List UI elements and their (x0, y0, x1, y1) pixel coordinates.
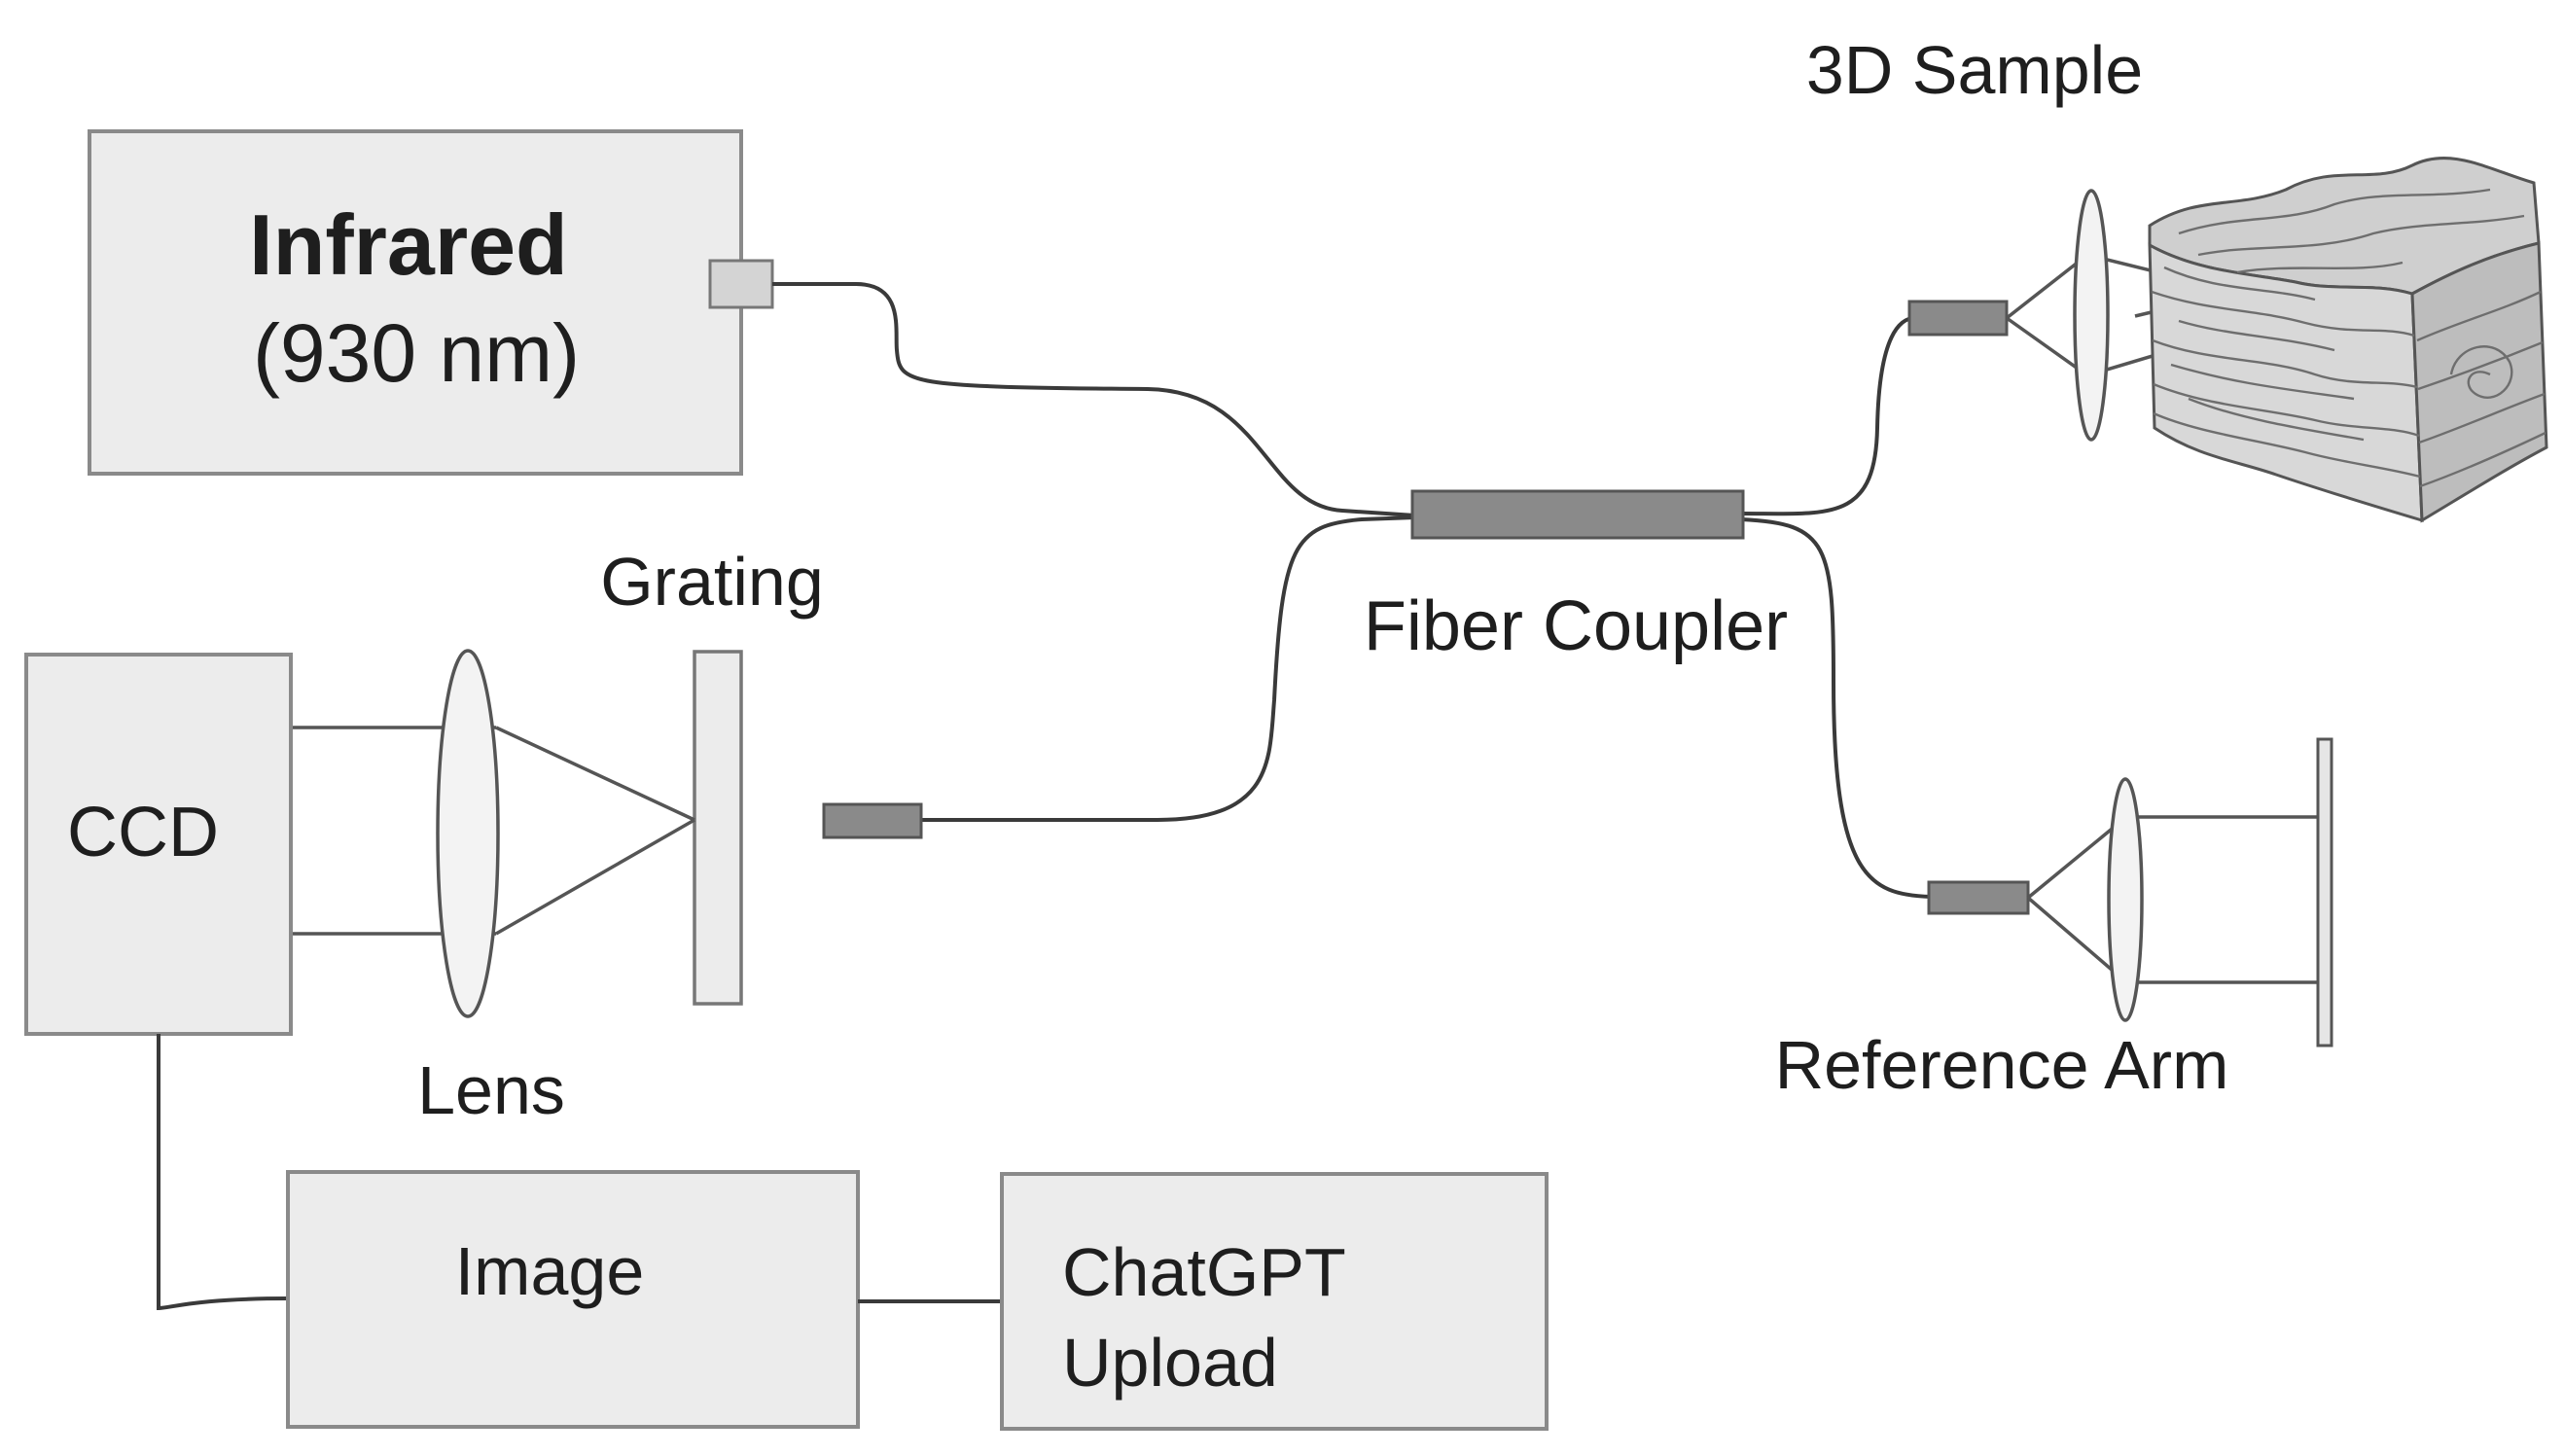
sample-right-face (2410, 241, 2548, 523)
reference-beam-cone (2026, 815, 2128, 984)
reference-arm: Reference Arm (1775, 737, 2333, 1103)
upload-label-line1: ChatGPT (1062, 1234, 1346, 1310)
lens-label: Lens (417, 1052, 565, 1128)
fiber-spectrometer-to-coupler (919, 515, 1416, 822)
tissue-sample-3d (2148, 157, 2548, 523)
sample-collimator (1907, 300, 2009, 337)
spectrometer: Grating Lens CCD (24, 544, 923, 1128)
sample-title: 3D Sample (1806, 32, 2143, 108)
source-output-port (708, 259, 774, 309)
ccd-label: CCD (67, 794, 219, 871)
ccd-to-image-line (157, 1034, 289, 1311)
sample-top-texture (2178, 188, 2525, 274)
reference-collimator (1927, 880, 2030, 915)
infrared-source-title: Infrared (249, 196, 568, 293)
grating (693, 650, 743, 1006)
sample-strata (2151, 266, 2421, 479)
fiber-coupler-label: Fiber Coupler (1364, 587, 1788, 665)
sample-swirl (2449, 345, 2513, 399)
fiber-source-to-coupler (772, 282, 1416, 517)
fiber-coupler-to-reference (1740, 517, 1932, 899)
ccd-box (24, 653, 293, 1036)
spectrometer-collimator (822, 802, 923, 839)
upload-box (1000, 1172, 1549, 1431)
fiber-lines (772, 282, 1932, 899)
reference-lens (2107, 777, 2144, 1022)
fiber-coupler-to-sample (1740, 316, 1912, 516)
reference-mirror (2316, 737, 2333, 1048)
upload-label-line2: Upload (1062, 1325, 1278, 1401)
infrared-source-wavelength: (930 nm) (253, 307, 580, 399)
sample-lens (2073, 189, 2110, 442)
image-box (286, 1170, 860, 1429)
reference-beam-parallel (2126, 815, 2322, 984)
fiber-coupler-body (1410, 489, 1745, 540)
image-label: Image (455, 1233, 645, 1309)
sample-beam-cone (2005, 253, 2089, 377)
output-chain: Image ChatGPT Upload (157, 1034, 1549, 1431)
grating-beam-cone (495, 726, 695, 936)
fiber-coupler: Fiber Coupler (1364, 489, 1788, 665)
reference-arm-label: Reference Arm (1775, 1027, 2229, 1103)
grating-label: Grating (600, 544, 824, 620)
infrared-source: Infrared (930 nm) (88, 129, 774, 476)
spectrometer-lens (436, 649, 500, 1018)
infrared-source-box (88, 129, 743, 476)
sample-right-strata (2416, 290, 2546, 488)
